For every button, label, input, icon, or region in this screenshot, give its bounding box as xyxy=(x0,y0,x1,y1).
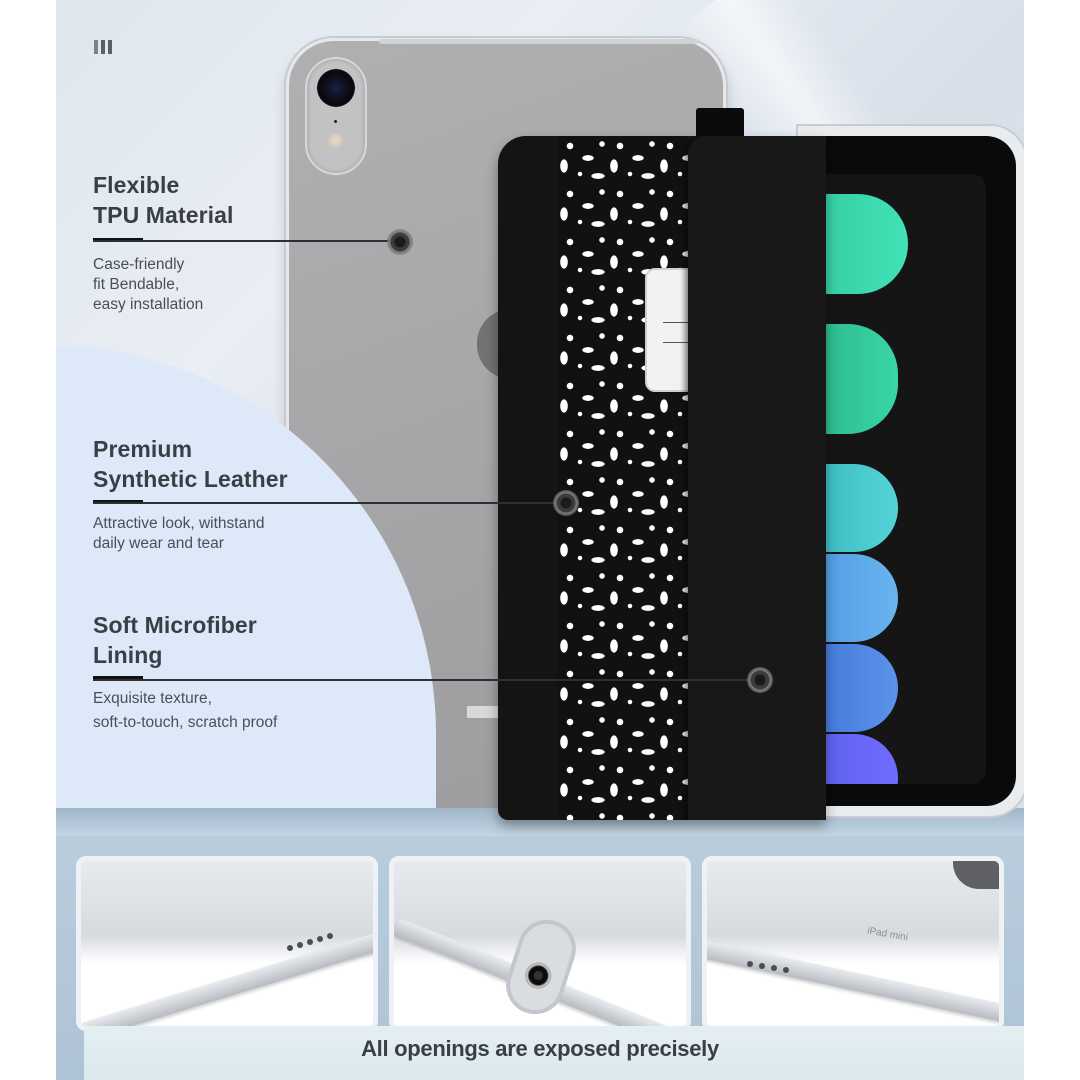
ipad-mini-engraving: iPad mini xyxy=(866,925,909,944)
feature-title: Lining xyxy=(93,642,163,668)
camera-lens-icon xyxy=(521,959,555,992)
caption-text: All openings are exposed precisely xyxy=(361,1036,719,1061)
callout-marker-icon xyxy=(747,667,773,693)
speaker-hole xyxy=(747,961,753,967)
apple-logo-icon xyxy=(953,861,999,889)
feature-title: Soft Microfiber xyxy=(93,612,257,638)
detail-card-camera xyxy=(389,856,691,1031)
feature-callout-microfiber: Soft Microfiber Lining xyxy=(93,610,257,670)
label-line xyxy=(663,342,695,343)
description-line: Case-friendly xyxy=(93,256,185,273)
speaker-hole xyxy=(317,936,323,942)
case-top-rail xyxy=(379,39,699,44)
speaker-hole xyxy=(327,933,333,939)
speaker-hole xyxy=(307,939,313,945)
menu-bars-icon xyxy=(94,40,112,54)
callout-leader-line xyxy=(93,679,763,681)
speaker-hole xyxy=(287,945,293,951)
feature-description: Case-friendly fit Bendable, easy install… xyxy=(93,255,203,315)
bar xyxy=(101,40,105,54)
ipad-front xyxy=(796,124,1024,818)
description-line: Exquisite texture, xyxy=(93,690,212,707)
feature-title: Synthetic Leather xyxy=(93,466,288,492)
feature-callout-tpu: Flexible TPU Material xyxy=(93,170,234,230)
callout-rule-accent xyxy=(93,676,143,680)
feature-title: TPU Material xyxy=(93,202,234,228)
speaker-hole xyxy=(771,965,777,971)
description-line: easy installation xyxy=(93,296,204,313)
bar xyxy=(94,40,98,54)
product-infographic: Flexible TPU Material Case-friendly fit … xyxy=(56,0,1024,1080)
callout-marker-icon xyxy=(553,490,579,516)
microphone-dot xyxy=(334,120,337,123)
description-line: fit Bendable, xyxy=(93,276,180,293)
caption-band xyxy=(84,1026,1024,1080)
folio-flap xyxy=(688,136,826,820)
callout-marker-icon xyxy=(387,229,413,255)
description-line: soft-to-touch, scratch proof xyxy=(93,714,278,731)
feature-callout-leather: Premium Synthetic Leather xyxy=(93,434,288,494)
callout-leader-line xyxy=(93,240,399,242)
camera-lens-icon xyxy=(317,69,355,107)
feature-title: Flexible xyxy=(93,172,180,198)
speaker-hole xyxy=(783,967,789,973)
description-line: daily wear and tear xyxy=(93,535,224,552)
composition-notebook-pattern xyxy=(558,136,688,820)
notebook-label xyxy=(645,268,695,392)
flash-icon xyxy=(328,133,343,148)
ipad-screen-wallpaper xyxy=(798,174,986,784)
description-line: Attractive look, withstand xyxy=(93,515,265,532)
detail-card-port: iPad mini xyxy=(702,856,1004,1031)
callout-leader-line xyxy=(93,502,569,504)
speaker-hole xyxy=(297,942,303,948)
camera-module xyxy=(305,57,367,175)
detail-card-side-buttons xyxy=(76,856,378,1031)
label-line xyxy=(663,322,695,323)
case-edge xyxy=(81,931,373,1026)
case-edge xyxy=(707,937,999,1026)
feature-description: Attractive look, withstand daily wear an… xyxy=(93,514,264,554)
folio-cover xyxy=(498,136,826,820)
bar xyxy=(108,40,112,54)
ipad-bezel xyxy=(798,136,1016,806)
feature-description: Exquisite texture, soft-to-touch, scratc… xyxy=(93,689,277,733)
feature-title: Premium xyxy=(93,436,193,462)
speaker-hole xyxy=(759,963,765,969)
